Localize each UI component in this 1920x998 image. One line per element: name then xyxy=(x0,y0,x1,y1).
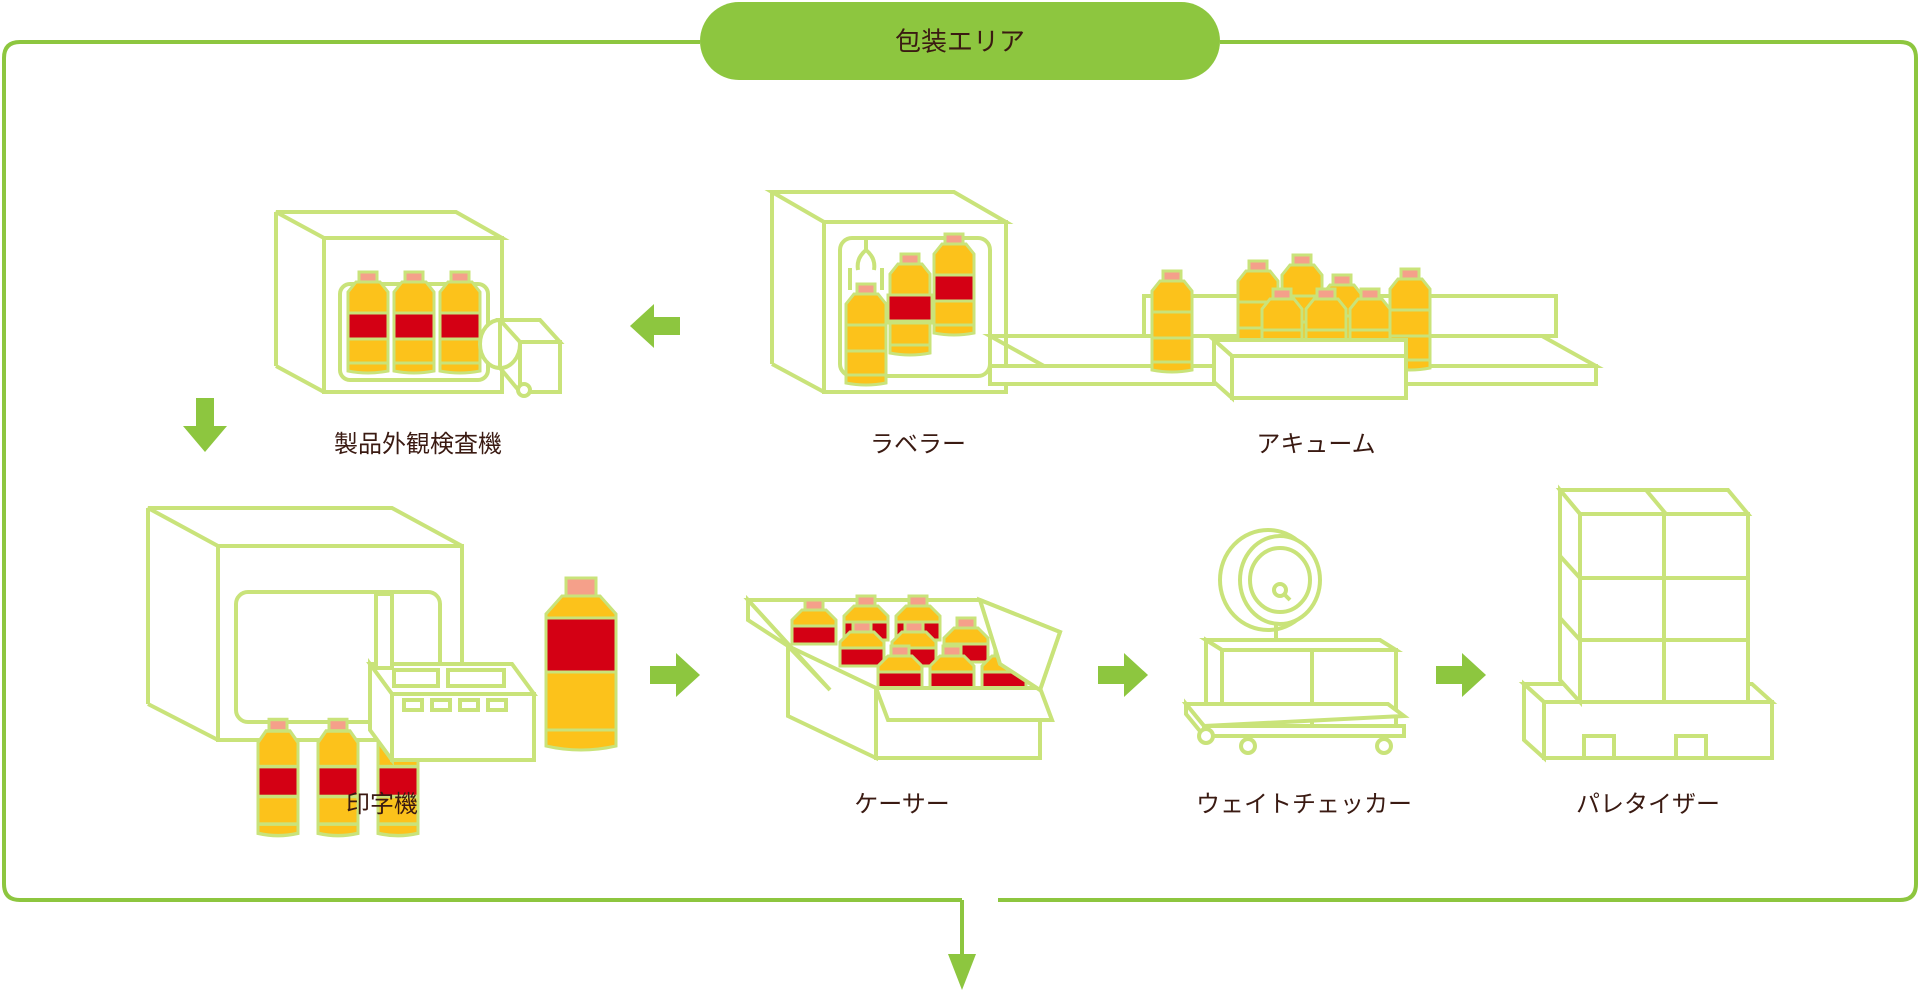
label-palletizer: パレタイザー xyxy=(1576,790,1720,818)
printed-bottle-large xyxy=(544,576,618,752)
labeler-bottles xyxy=(844,232,976,387)
label-labeler: ラベラー xyxy=(870,430,966,458)
caser-illustration xyxy=(743,594,1063,762)
accumulator-tray xyxy=(1208,335,1408,403)
weight-checker-illustration xyxy=(1181,528,1410,755)
arrow-down-to-printer xyxy=(183,398,227,452)
arrow-caser-to-weight xyxy=(1098,653,1148,697)
arrow-printer-to-caser xyxy=(650,653,700,697)
label-accumulator: アキューム xyxy=(1256,430,1376,458)
arrow-left-to-inspection xyxy=(630,304,680,348)
area-title-pill xyxy=(700,2,1220,80)
inspection-machine-illustration xyxy=(274,210,565,398)
label-inspection-machine: 製品外観検査機 xyxy=(334,430,502,458)
label-weight-checker: ウェイトチェッカー xyxy=(1196,790,1412,818)
label-printer: 印字機 xyxy=(346,790,418,818)
arrow-weight-to-palletizer xyxy=(1436,653,1486,697)
exit-arrow xyxy=(948,900,976,990)
label-caser: ケーサー xyxy=(854,790,950,818)
printer-console xyxy=(366,592,538,767)
area-frame xyxy=(2,40,1918,902)
area-title: 包装エリア xyxy=(894,27,1026,58)
palletizer-illustration xyxy=(1518,484,1778,763)
